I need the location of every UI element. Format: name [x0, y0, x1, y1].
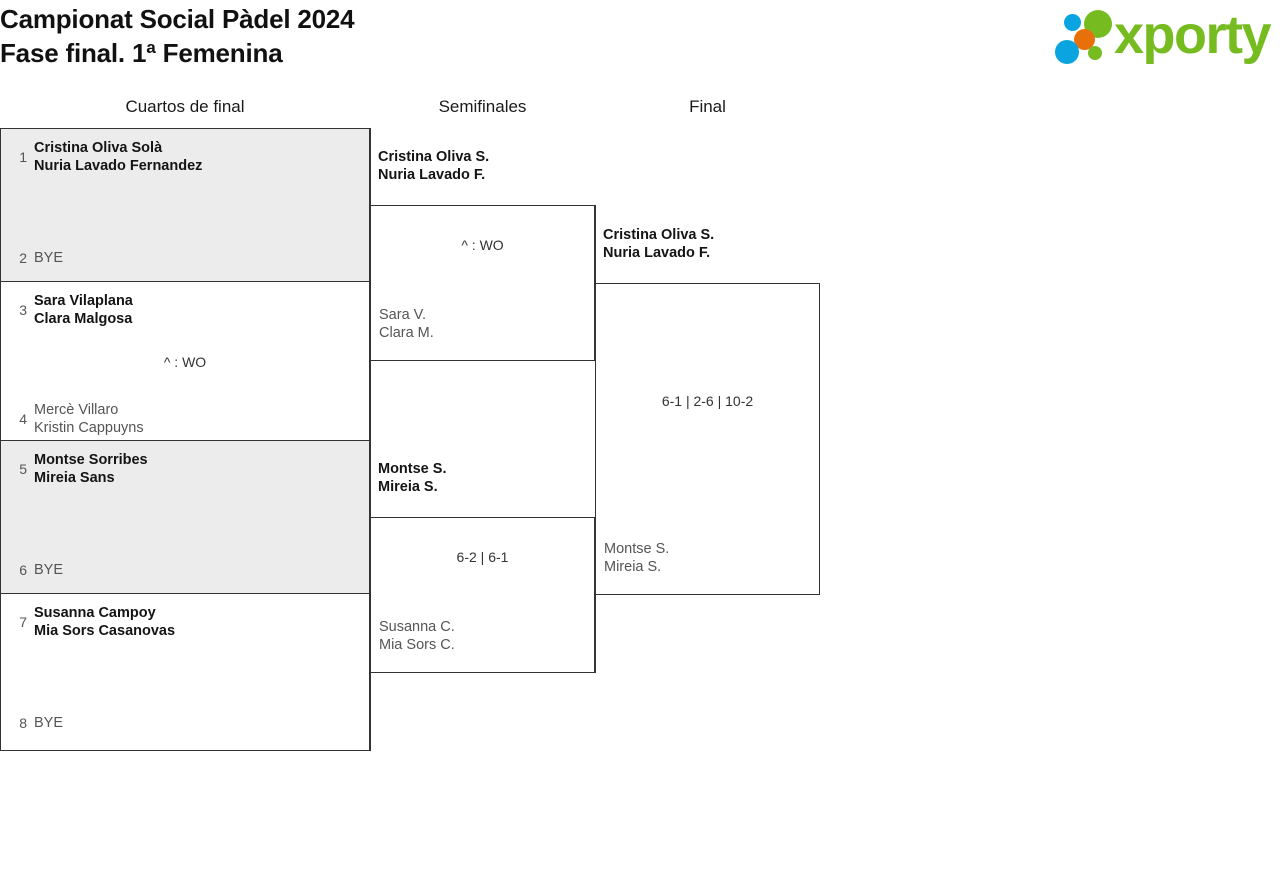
- semifinal-match-1-names-bottom: Sara V. Clara M.: [379, 307, 434, 341]
- qf-match-1-names-top: Cristina Oliva Solà Nuria Lavado Fernand…: [34, 140, 203, 174]
- qf-match-3-team-top[interactable]: 5 Montse Sorribes Mireia Sans: [1, 451, 148, 487]
- qf-match-2-team-bottom[interactable]: 4 Mercè Villaro Kristin Cappuyns: [1, 401, 144, 437]
- qf-match-4-seed-top: 7: [19, 614, 27, 630]
- semifinal-match-2-team-bottom[interactable]: Susanna C. Mia Sors C.: [371, 618, 455, 654]
- semifinal-match-2-names-top: Montse S. Mireia S.: [378, 461, 447, 495]
- qf-match-1-names-bottom: BYE: [34, 250, 64, 266]
- semifinal-match-2-names-bottom: Susanna C. Mia Sors C.: [379, 619, 455, 653]
- semifinal-match-1-team-bottom[interactable]: Sara V. Clara M.: [371, 306, 434, 342]
- qf-match-1-seed-bottom: 2: [19, 250, 27, 266]
- qf-match-3-seed-top: 5: [19, 461, 27, 477]
- qf-match-1-seed-top: 1: [19, 149, 27, 165]
- semifinal-match-1-score: ^ : WO: [461, 237, 504, 253]
- connector-qf1-sf1: [370, 128, 371, 206]
- qf-match-2[interactable]: 3 Sara Vilaplana Clara Malgosa ^ : WO 4 …: [1, 282, 369, 441]
- connector-qf2-sf1: [370, 360, 371, 442]
- final-match-team-top[interactable]: Cristina Oliva S. Nuria Lavado F.: [603, 226, 818, 262]
- logo-dot-green-small-icon: [1088, 46, 1102, 60]
- qf-match-2-names-bottom: Mercè Villaro Kristin Cappuyns: [34, 402, 144, 436]
- qf-match-2-names-top: Sara Vilaplana Clara Malgosa: [34, 293, 133, 327]
- qf-match-3[interactable]: 5 Montse Sorribes Mireia Sans 6 BYE: [1, 441, 369, 594]
- page-header: Campionat Social Pàdel 2024 Fase final. …: [0, 0, 1280, 90]
- final-match-score: 6-1 | 2-6 | 10-2: [661, 393, 754, 409]
- qf-match-1-team-bottom[interactable]: 2 BYE: [1, 249, 63, 267]
- page-title: Campionat Social Pàdel 2024 Fase final. …: [0, 2, 355, 70]
- qf-match-2-seed-top: 3: [19, 302, 27, 318]
- round-header-semifinals: Semifinales: [438, 97, 527, 116]
- round-header-final: Final: [689, 97, 726, 116]
- connector-qf3-sf2: [370, 440, 371, 518]
- qf-match-2-score: ^ : WO: [163, 354, 207, 370]
- final-match[interactable]: 6-1 | 2-6 | 10-2 Montse S. Mireia S.: [595, 283, 820, 595]
- qf-match-3-seed-bottom: 6: [19, 562, 27, 578]
- round-header-quarterfinals: Cuartos de final: [125, 97, 245, 116]
- qf-match-1[interactable]: 1 Cristina Oliva Solà Nuria Lavado Ferna…: [1, 129, 369, 282]
- logo-dots-icon: [1048, 8, 1112, 66]
- semifinal-match-2-team-top[interactable]: Montse S. Mireia S.: [378, 460, 593, 496]
- semifinal-match-1[interactable]: ^ : WO Sara V. Clara M.: [370, 205, 595, 361]
- quarterfinals-column: 1 Cristina Oliva Solà Nuria Lavado Ferna…: [0, 128, 370, 751]
- qf-match-4-names-top: Susanna Campoy Mia Sors Casanovas: [34, 605, 176, 639]
- final-match-names-bottom: Montse S. Mireia S.: [604, 541, 670, 575]
- xporty-logo: xporty: [1048, 5, 1276, 68]
- connector-sf1-final: [595, 205, 596, 284]
- semifinal-match-2[interactable]: 6-2 | 6-1 Susanna C. Mia Sors C.: [370, 517, 595, 673]
- qf-match-3-names-bottom: BYE: [34, 562, 64, 578]
- qf-match-4-names-bottom: BYE: [34, 715, 64, 731]
- tournament-phase: Fase final. 1ª Femenina: [0, 38, 283, 69]
- qf-match-2-seed-bottom: 4: [19, 411, 27, 427]
- logo-wordmark: xporty: [1114, 5, 1272, 65]
- logo-dot-blue-large-icon: [1055, 40, 1079, 64]
- tournament-name: Campionat Social Pàdel 2024: [0, 4, 355, 34]
- final-match-team-bottom[interactable]: Montse S. Mireia S.: [596, 540, 669, 576]
- qf-match-3-team-bottom[interactable]: 6 BYE: [1, 561, 63, 579]
- connector-qf4-sf2: [370, 672, 371, 751]
- logo-dot-blue-small-icon: [1064, 14, 1081, 31]
- semifinal-match-1-names-top: Cristina Oliva S. Nuria Lavado F.: [378, 149, 490, 183]
- semifinal-match-1-team-top[interactable]: Cristina Oliva S. Nuria Lavado F.: [378, 148, 593, 184]
- connector-sf2-final: [595, 594, 596, 673]
- qf-match-4-team-bottom[interactable]: 8 BYE: [1, 714, 63, 732]
- qf-match-2-team-top[interactable]: 3 Sara Vilaplana Clara Malgosa: [1, 292, 133, 328]
- qf-match-1-team-top[interactable]: 1 Cristina Oliva Solà Nuria Lavado Ferna…: [1, 139, 202, 175]
- qf-match-4-seed-bottom: 8: [19, 715, 27, 731]
- qf-match-4[interactable]: 7 Susanna Campoy Mia Sors Casanovas 8 BY…: [1, 594, 369, 750]
- final-match-names-top: Cristina Oliva S. Nuria Lavado F.: [603, 227, 715, 261]
- qf-match-3-names-top: Montse Sorribes Mireia Sans: [34, 452, 148, 486]
- qf-match-4-team-top[interactable]: 7 Susanna Campoy Mia Sors Casanovas: [1, 604, 175, 640]
- logo-dot-orange-icon: [1074, 29, 1095, 50]
- semifinal-match-2-score: 6-2 | 6-1: [456, 549, 509, 565]
